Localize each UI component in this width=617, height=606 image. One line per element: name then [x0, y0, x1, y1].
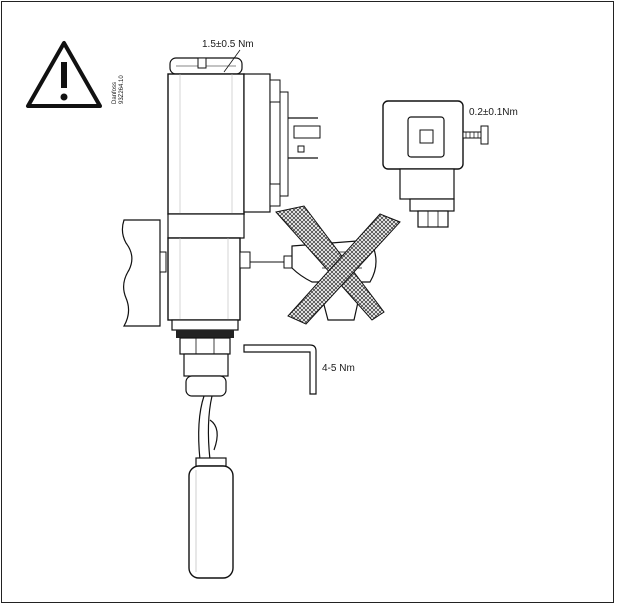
torque-label-top-cap: 1.5±0.5 Nm: [202, 39, 254, 50]
level-switch-body: [167, 73, 251, 338]
top-cap-screw: [169, 49, 243, 75]
side-coil: [243, 73, 321, 213]
hex-fitting: [179, 337, 231, 397]
float-sensor: [188, 457, 234, 579]
document-brand: Danfoss: [112, 81, 118, 104]
connector-coil-box: [382, 100, 489, 228]
torque-label-coil-screw: 0.2±0.1Nm: [469, 107, 518, 118]
document-number: 93Z264.10: [119, 75, 125, 104]
document-code: Danfoss 93Z264.10: [112, 75, 126, 104]
crossed-drill-icon: [250, 205, 401, 325]
torque-label-hex-fitting: 4-5 Nm: [322, 363, 355, 374]
allen-key-icon: [243, 344, 317, 395]
mounting-wall: [121, 219, 167, 327]
sensor-cable: [198, 395, 218, 461]
warning-triangle-icon: [26, 41, 102, 108]
